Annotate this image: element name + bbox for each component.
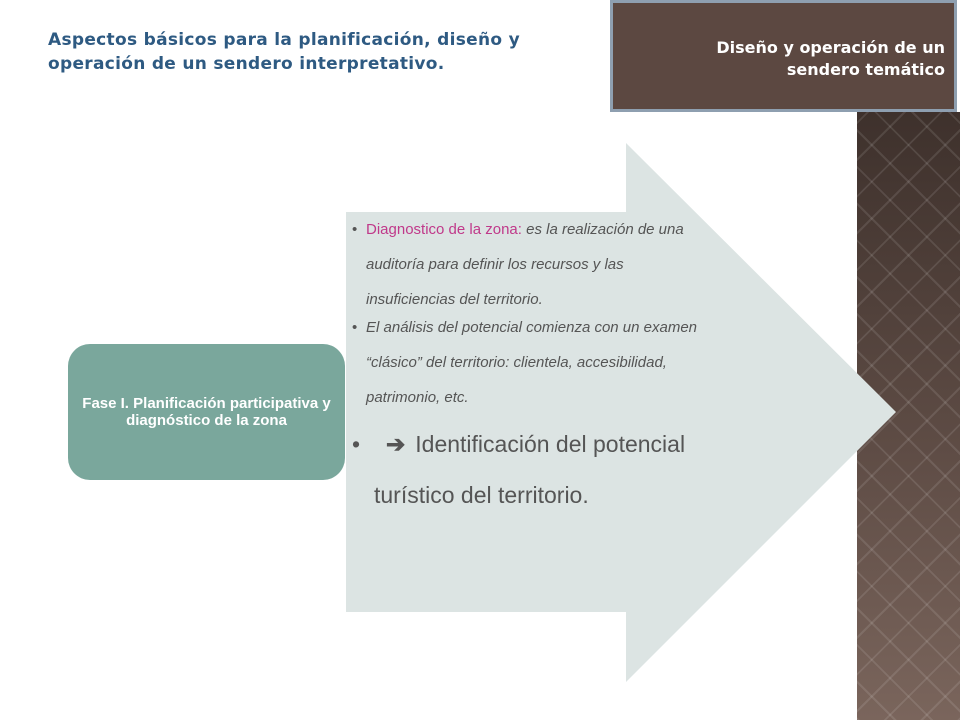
arrow-body xyxy=(346,143,896,682)
bullet-item-diagnostico: • Diagnostico de la zona: es la realizac… xyxy=(352,212,712,317)
section-title: Diseño y operación de un sendero temátic… xyxy=(716,38,945,79)
section-title-box: Diseño y operación de un sendero temátic… xyxy=(610,0,957,112)
bullet-item-analisis: • El análisis del potencial comienza con… xyxy=(352,310,712,415)
phase-label: Fase I. Planificación participativa y di… xyxy=(82,395,331,429)
phase-box: Fase I. Planificación participativa y di… xyxy=(68,344,345,480)
bullet-list: • Diagnostico de la zona: es la realizac… xyxy=(352,212,712,521)
right-arrow-icon: ➔ xyxy=(386,431,406,457)
bullet-item-identificacion: • ➔Identificación del potencial turístic… xyxy=(352,419,712,521)
bullet-dot: • xyxy=(352,221,358,238)
page-title: Aspectos básicos para la planificación, … xyxy=(48,30,520,74)
bullet-term: Diagnostico de la zona: xyxy=(366,221,522,238)
bullet-text: es la realización de una auditoría para … xyxy=(366,221,684,308)
bullet-dot: • xyxy=(352,319,358,336)
bullet-text: Identificación del potencial turístico d… xyxy=(374,431,686,508)
bullet-text: El análisis del potencial comienza con u… xyxy=(366,319,698,406)
bullet-dot: • xyxy=(352,431,361,457)
